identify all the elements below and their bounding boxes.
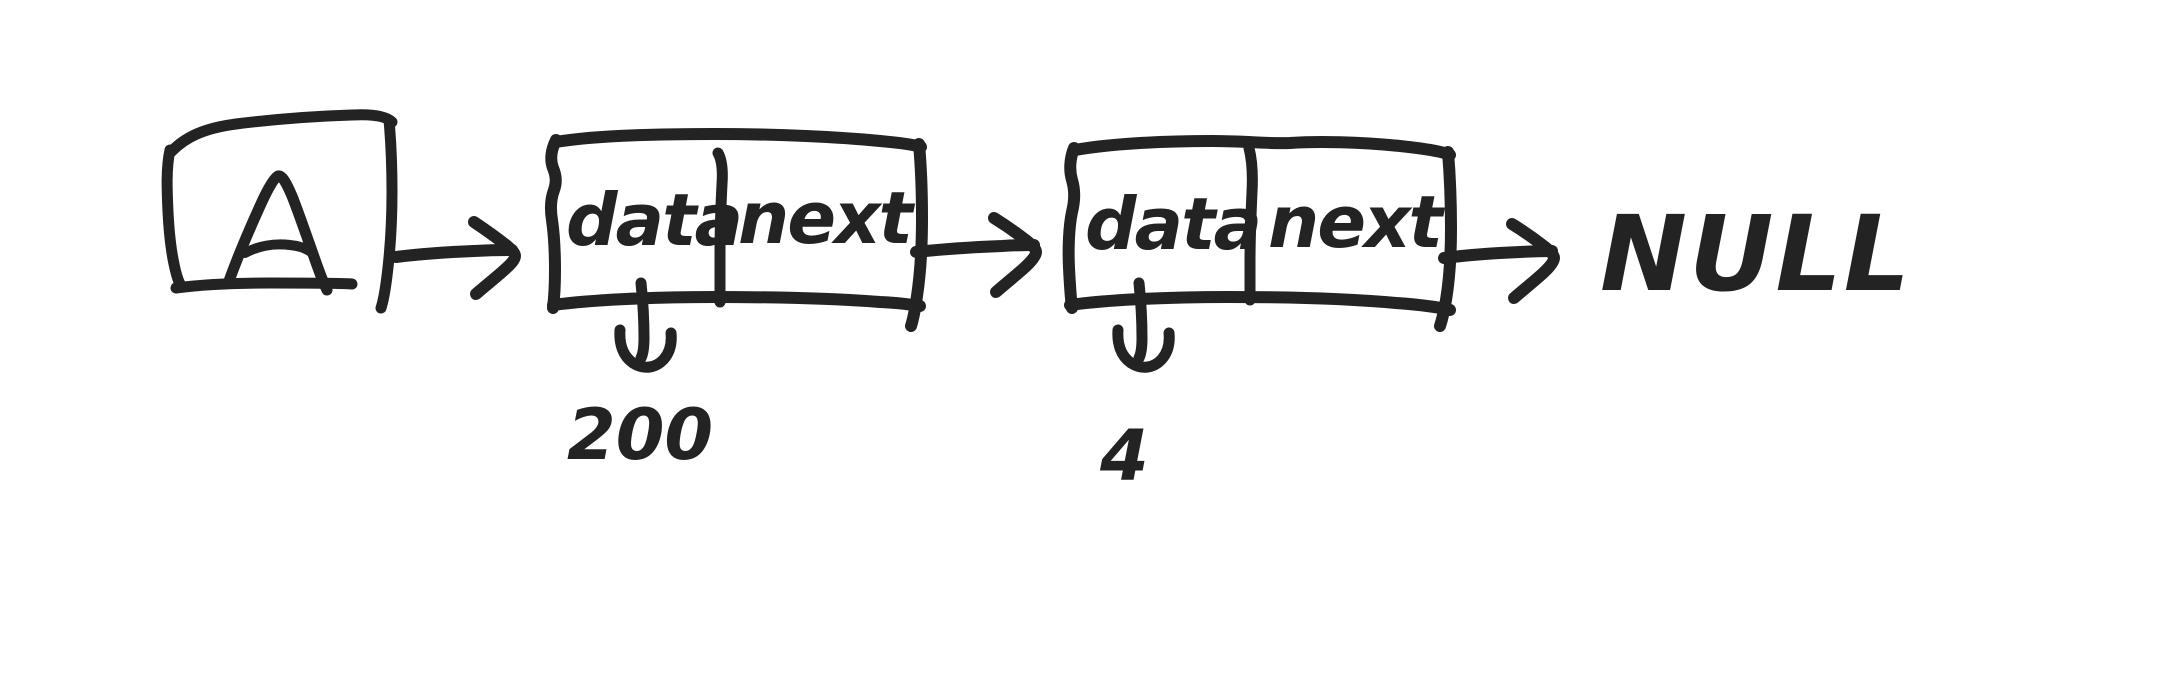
node-1[interactable]: data next: [544, 128, 928, 332]
arrow-head-to-node1: [390, 216, 521, 300]
node-1-data-label: data: [566, 178, 741, 262]
null-terminator: NULL: [1600, 193, 1912, 315]
head-pointer-box[interactable]: [161, 109, 398, 314]
node-2[interactable]: data next: [1062, 135, 1457, 332]
arrow-node1-to-node2: [910, 212, 1042, 298]
node-1-next-label: next: [738, 176, 916, 260]
arrow-node2-to-null: [1438, 218, 1560, 304]
value-connector-node1: [614, 277, 677, 373]
value-connector-node2: [1112, 277, 1175, 373]
node-2-data-label: data: [1085, 182, 1260, 266]
node-2-next-label: next: [1268, 180, 1446, 264]
node-2-data-value: 4: [1099, 415, 1149, 497]
head-pointer-label-A: [223, 170, 333, 296]
node-1-data-value: 200: [567, 394, 713, 476]
